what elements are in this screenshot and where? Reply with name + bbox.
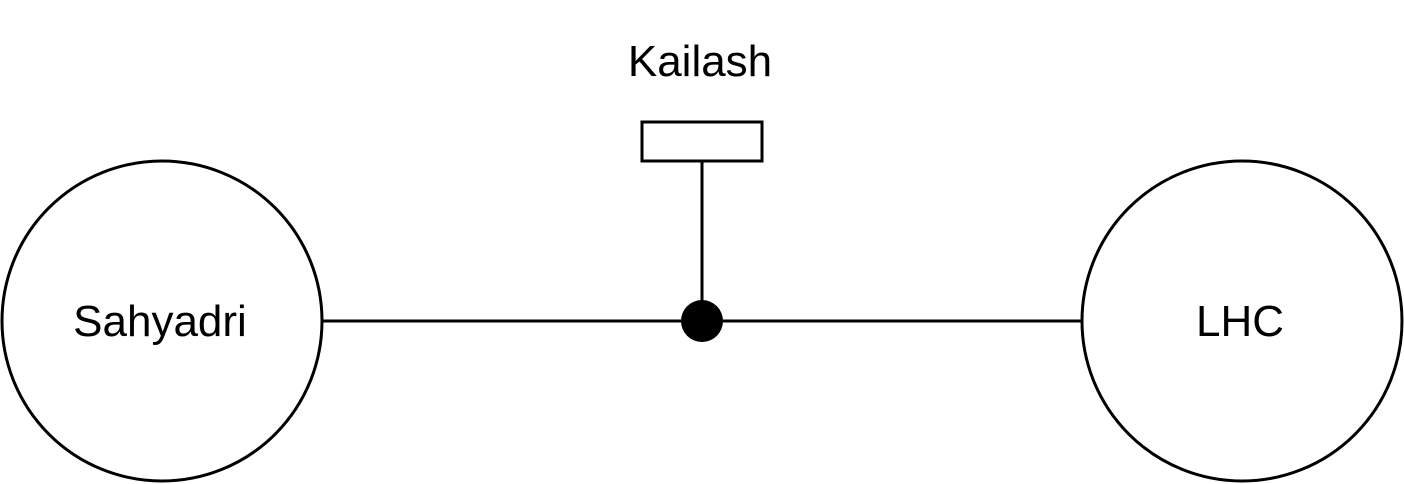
node-sahyadri-label: Sahyadri <box>73 297 247 346</box>
node-lhc[interactable]: LHC <box>1080 159 1404 483</box>
node-kailash-rect <box>640 120 764 163</box>
node-lhc-circle <box>1080 159 1404 483</box>
node-kailash-label: Kailash <box>628 37 772 86</box>
node-sahyadri-circle <box>0 159 324 483</box>
junction-dot[interactable] <box>681 300 723 342</box>
node-sahyadri[interactable]: Sahyadri <box>0 159 324 483</box>
node-kailash[interactable]: Kailash <box>628 37 772 163</box>
node-lhc-label: LHC <box>1196 297 1284 346</box>
